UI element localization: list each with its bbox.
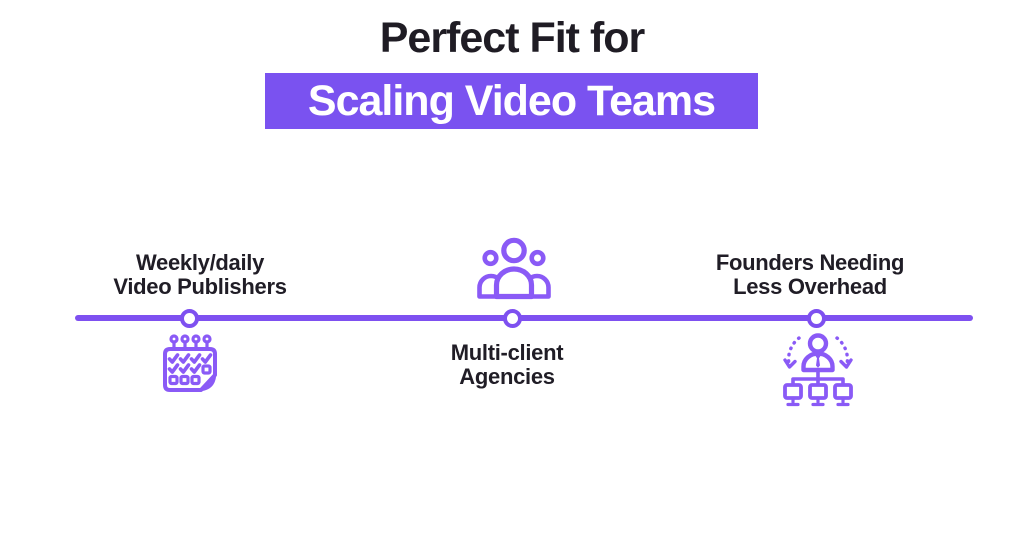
monitor-stands (786, 396, 850, 407)
timeline-node-1 (179, 308, 199, 328)
team-group-icon (476, 235, 552, 306)
org-connectors (791, 368, 845, 387)
team-group-svg (477, 237, 551, 300)
label-line: Less Overhead (733, 274, 887, 299)
label-line: Weekly/daily (135, 250, 265, 275)
column-label-video-publishers: Weekly/daily Video Publishers (90, 251, 310, 299)
founder-delegation-svg (783, 333, 853, 407)
label-line: Video Publishers (113, 274, 287, 299)
delegation-arrows (783, 336, 853, 369)
timeline-node-3 (806, 308, 826, 328)
page-title: Perfect Fit for (379, 14, 646, 62)
calendar-checks (167, 353, 213, 374)
label-line: Multi-client (450, 340, 564, 365)
calendar-squares (168, 364, 212, 386)
calendar-checklist-svg (163, 334, 217, 392)
label-line: Agencies (459, 364, 555, 389)
subtitle-highlight-band: Scaling Video Teams (265, 73, 758, 129)
column-label-agencies: Multi-client Agencies (387, 341, 627, 389)
timeline-line (75, 315, 973, 321)
manager-tie (814, 354, 822, 368)
manager-figure (801, 333, 835, 373)
center-member (493, 237, 535, 300)
calendar-fold (199, 373, 217, 392)
timeline-node-2 (502, 308, 522, 328)
calendar-body (163, 347, 217, 392)
founder-delegation-icon (781, 332, 855, 417)
page-subtitle: Scaling Video Teams (307, 76, 716, 125)
calendar-checklist-icon (160, 333, 220, 402)
label-line: Founders Needing (715, 250, 905, 275)
column-label-founders: Founders Needing Less Overhead (680, 251, 940, 299)
org-monitors (783, 383, 853, 400)
